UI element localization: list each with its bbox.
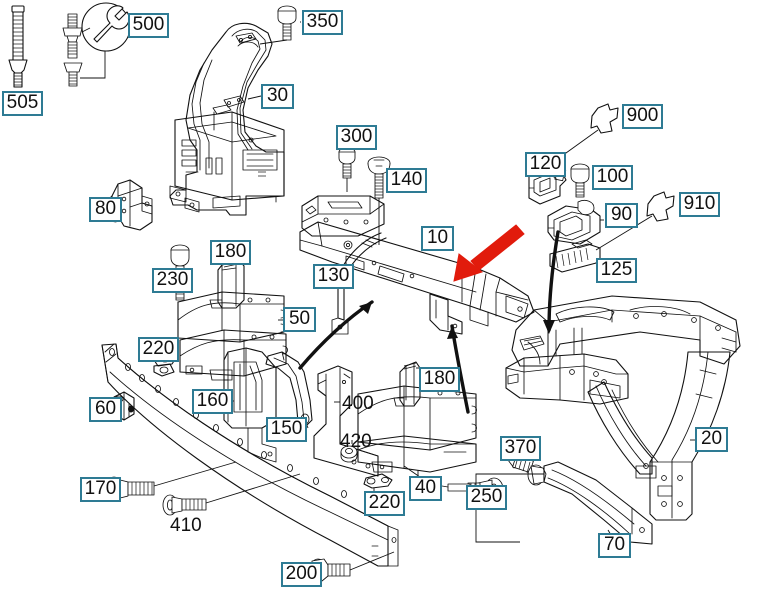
part-180-bracket-lower <box>393 361 421 407</box>
part-callout-150[interactable]: 150 <box>266 417 307 442</box>
part-505-bolt <box>8 5 28 88</box>
part-callout-130[interactable]: 130 <box>313 264 354 289</box>
part-500-tool-group <box>62 2 131 87</box>
part-callout-160[interactable]: 160 <box>192 389 233 414</box>
part-10-crossmember <box>299 195 535 335</box>
part-callout-10[interactable]: 10 <box>421 226 454 251</box>
part-callout-350[interactable]: 350 <box>302 10 343 35</box>
part-910-kit-symbol <box>595 191 675 251</box>
part-callout-220[interactable]: 220 <box>138 337 179 362</box>
part-callout-70[interactable]: 70 <box>598 533 631 558</box>
part-callout-180[interactable]: 180 <box>210 240 251 265</box>
part-140-screw <box>367 156 391 245</box>
part-callout-140[interactable]: 140 <box>386 168 427 193</box>
assembly-arrow-left <box>298 300 374 370</box>
part-100-bolt <box>570 163 590 198</box>
bumper-impact-beam <box>101 343 399 567</box>
part-callout-30[interactable]: 30 <box>261 84 294 109</box>
part-callout-40[interactable]: 40 <box>409 476 442 501</box>
part-callout-370[interactable]: 370 <box>500 436 541 461</box>
part-callout-200[interactable]: 200 <box>281 562 322 587</box>
part-callout-180[interactable]: 180 <box>419 367 460 392</box>
part-410-screw <box>162 473 301 516</box>
part-callout-230[interactable]: 230 <box>152 268 193 293</box>
part-callout-100[interactable]: 100 <box>592 165 633 190</box>
part-220-clip-lower <box>363 473 393 492</box>
part-20-support-frame <box>505 295 741 521</box>
part-callout-410[interactable]: 410 <box>170 515 202 536</box>
part-50-bracket <box>177 291 288 381</box>
part-30-bracket <box>169 22 285 216</box>
part-callout-50[interactable]: 50 <box>283 307 316 332</box>
part-callout-420[interactable]: 420 <box>340 431 372 452</box>
part-callout-20[interactable]: 20 <box>695 427 728 452</box>
part-callout-120[interactable]: 120 <box>525 152 566 177</box>
part-callout-505[interactable]: 505 <box>2 91 43 116</box>
part-callout-90[interactable]: 90 <box>605 203 638 228</box>
assembly-arrow-right <box>543 230 560 334</box>
part-callout-500[interactable]: 500 <box>128 13 169 38</box>
part-180-bracket-upper <box>209 259 245 309</box>
part-90-clip <box>547 199 604 245</box>
part-callout-910[interactable]: 910 <box>679 192 720 217</box>
part-400-bracket <box>313 365 379 477</box>
part-420-nut <box>340 440 358 463</box>
part-callout-250[interactable]: 250 <box>466 485 507 510</box>
part-callout-60[interactable]: 60 <box>89 397 122 422</box>
part-40-bracket <box>357 385 477 478</box>
part-callout-125[interactable]: 125 <box>596 258 637 283</box>
part-350-bolt <box>259 5 301 45</box>
part-callout-220[interactable]: 220 <box>364 491 405 516</box>
part-callout-170[interactable]: 170 <box>80 477 121 502</box>
part-callout-400[interactable]: 400 <box>342 393 374 414</box>
highlight-arrow <box>453 224 525 282</box>
part-callout-300[interactable]: 300 <box>336 125 377 150</box>
part-callout-900[interactable]: 900 <box>622 104 663 129</box>
part-300-bolt <box>338 147 356 192</box>
part-callout-80[interactable]: 80 <box>89 197 122 222</box>
